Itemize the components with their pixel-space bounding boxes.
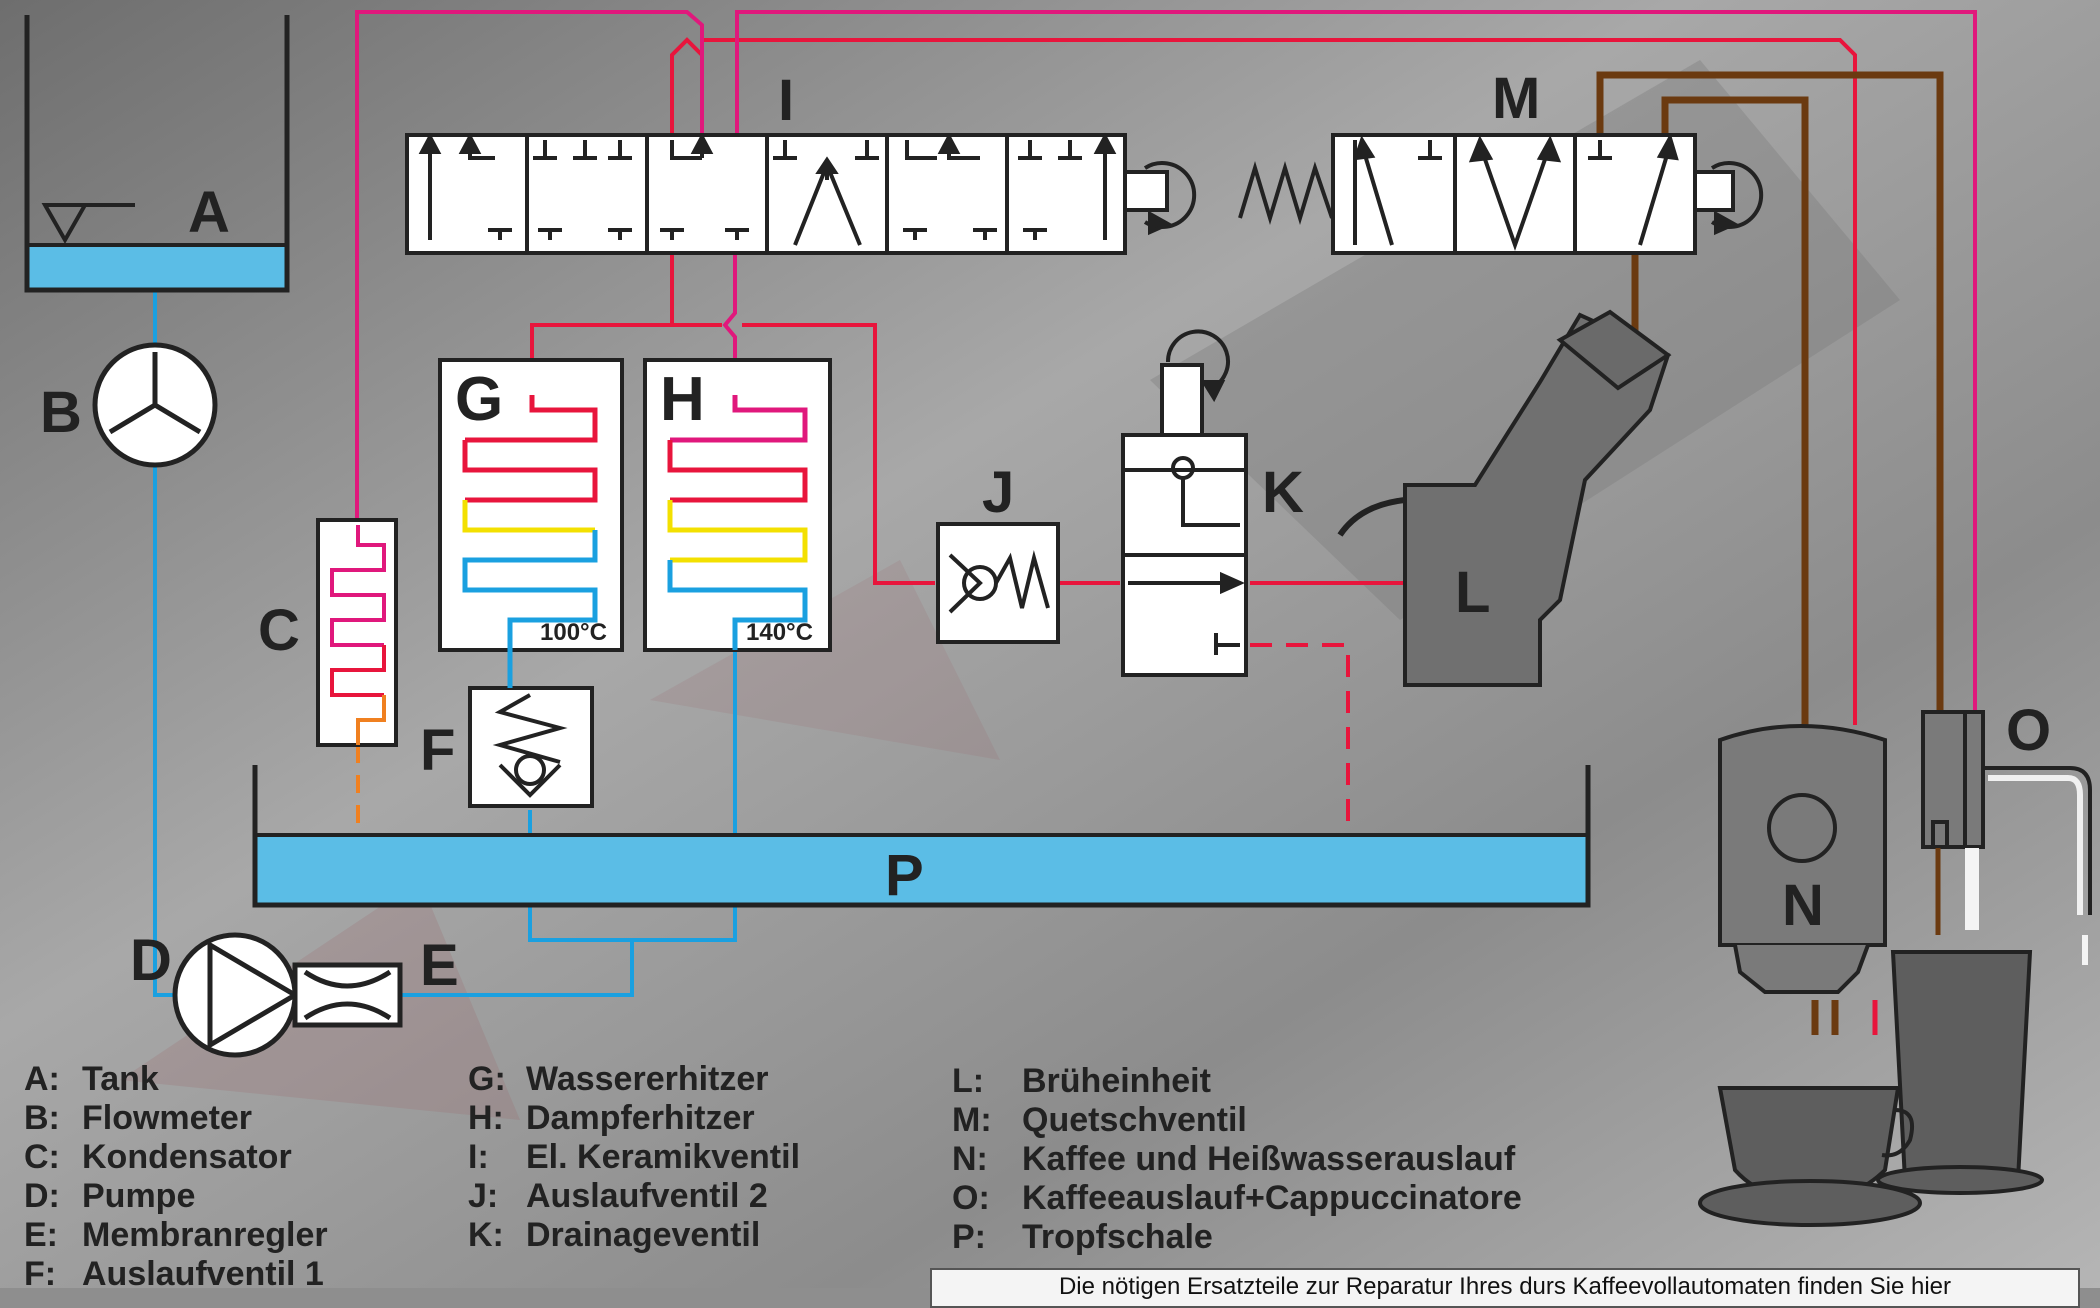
temp-steam-heater: 140°C	[746, 619, 813, 646]
legend-item: N:Kaffee und Heißwasserauslauf	[952, 1140, 1516, 1178]
steam-heater	[643, 358, 832, 652]
condenser	[316, 518, 398, 747]
legend-item: I:El. Keramikventil	[468, 1138, 801, 1176]
component-letters: A B C D E F G H I J K L M N O P 100°C 14…	[40, 66, 2051, 998]
temp-water-heater: 100°C	[540, 619, 607, 646]
label-f: F	[420, 718, 455, 783]
outlet-valve-2	[936, 522, 1060, 644]
legend-item: F:Auslaufventil 1	[24, 1255, 324, 1293]
legend-item: E:Membranregler	[24, 1216, 328, 1254]
label-i: I	[778, 68, 794, 133]
legend-item: D:Pumpe	[24, 1177, 196, 1215]
spare-parts-link[interactable]: Die nötigen Ersatzteile zur Reparatur Ih…	[930, 1268, 2080, 1308]
legend-item: H:Dampferhitzer	[468, 1099, 755, 1137]
legend-item: B:Flowmeter	[24, 1099, 253, 1137]
outlet-valve-1	[468, 686, 594, 808]
watermark-shape	[650, 560, 1000, 760]
cup-tall	[1876, 950, 2044, 1195]
brew-unit	[1337, 309, 1672, 687]
legend-item: C:Kondensator	[24, 1138, 292, 1176]
legend-item: G:Wassererhitzer	[468, 1060, 769, 1098]
label-p: P	[885, 843, 924, 908]
ceramic-valve	[405, 132, 1197, 255]
label-m: M	[1492, 66, 1540, 131]
legend-column-1: A:Tank B:Flowmeter C:Kondensator D:Pumpe…	[24, 1060, 328, 1294]
membrane-regulator	[292, 962, 403, 1028]
coffee-pipes	[1596, 71, 1944, 1035]
cappuccinatore	[1921, 710, 2092, 965]
steam-pipes	[355, 10, 1977, 725]
label-h: H	[660, 365, 705, 434]
label-d: D	[130, 928, 172, 993]
label-l: L	[1455, 560, 1490, 625]
cup-saucer	[1698, 1086, 1922, 1227]
flowmeter	[92, 342, 218, 468]
legend-item: O:Kaffeeauslauf+Cappuccinatore	[952, 1179, 1522, 1217]
drain-valve	[1121, 329, 1248, 677]
legend-column-3: L:Brüheinheit M:Quetschventil N:Kaffee u…	[952, 1062, 1522, 1257]
label-a: A	[188, 180, 230, 245]
legend-item: L:Brüheinheit	[952, 1062, 1211, 1100]
legend-column-2: G:Wassererhitzer H:Dampferhitzer I:El. K…	[468, 1060, 800, 1255]
legend-item: M:Quetschventil	[952, 1101, 1247, 1139]
legend-item: K:Drainageventil	[468, 1216, 761, 1254]
drain-line	[1250, 643, 1350, 850]
pump	[172, 932, 300, 1058]
label-e: E	[420, 933, 459, 998]
tank	[24, 15, 290, 293]
drip-tray	[252, 765, 1591, 908]
label-k: K	[1262, 460, 1304, 525]
label-b: B	[40, 380, 82, 445]
label-o: O	[2006, 698, 2051, 763]
legend-item: P:Tropfschale	[952, 1218, 1213, 1256]
label-j: J	[982, 460, 1014, 525]
label-c: C	[258, 598, 300, 663]
label-n: N	[1782, 873, 1824, 938]
label-g: G	[455, 365, 503, 434]
coffee-hot-water-outlet	[1718, 724, 1887, 994]
legend-item: J:Auslaufventil 2	[468, 1177, 768, 1215]
water-heater	[438, 358, 624, 688]
legend-item: A:Tank	[24, 1060, 159, 1098]
pinch-valve	[1238, 132, 1764, 255]
